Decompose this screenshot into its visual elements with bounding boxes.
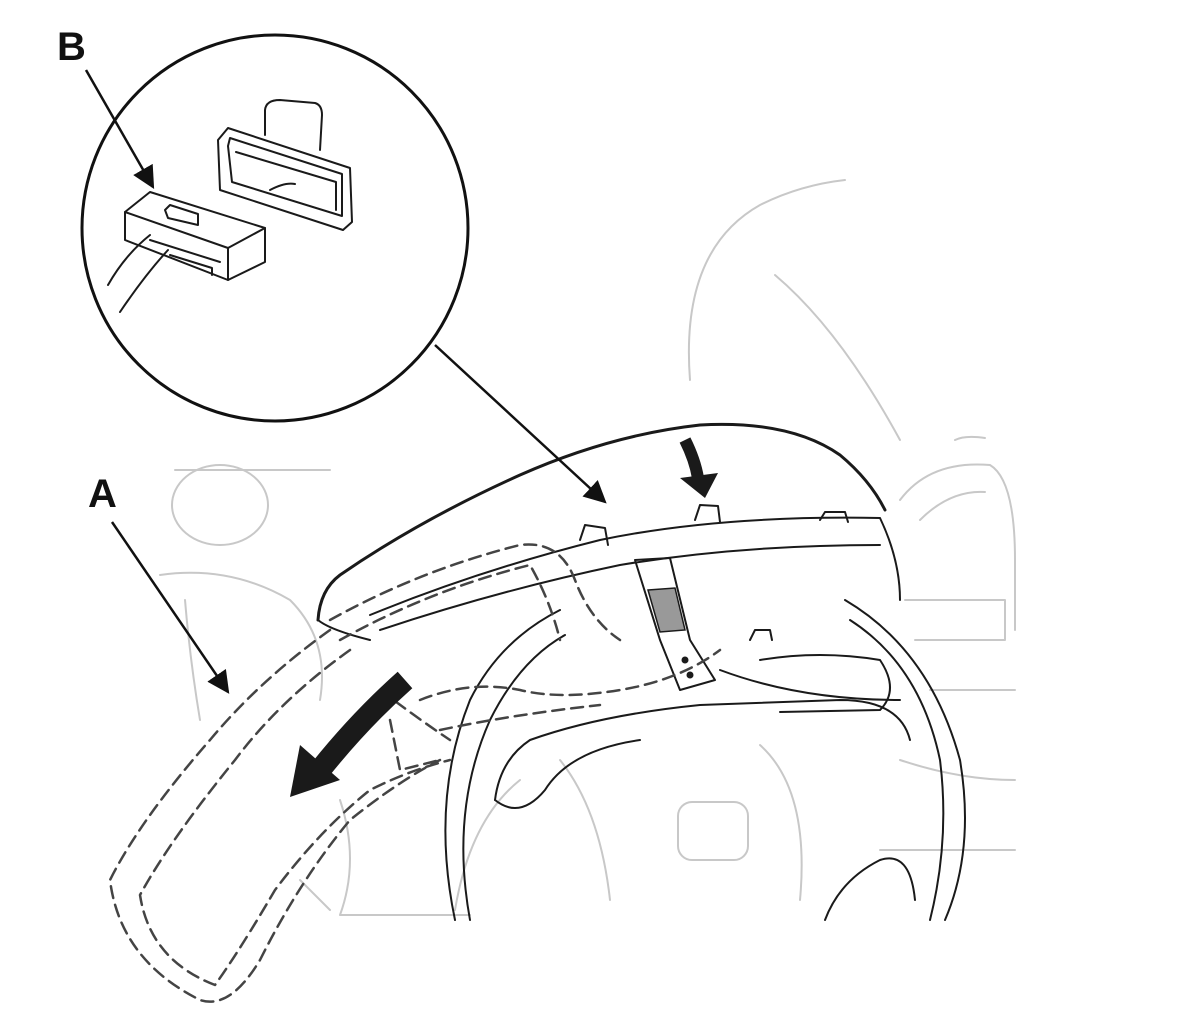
press-direction-arrow <box>679 437 718 498</box>
dashboard-background <box>159 179 1016 916</box>
a-leader-line <box>110 521 230 694</box>
callout-b-label: B <box>57 25 86 69</box>
steering-wheel <box>444 599 966 921</box>
instrument-panel <box>316 422 901 701</box>
detail-inset <box>80 33 470 423</box>
removal-direction-arrow <box>290 671 413 797</box>
callout-a-label: A <box>88 472 117 516</box>
detail-pointer-line <box>434 344 607 504</box>
part-a-outline <box>108 543 722 1003</box>
b-leader-line <box>84 69 155 189</box>
